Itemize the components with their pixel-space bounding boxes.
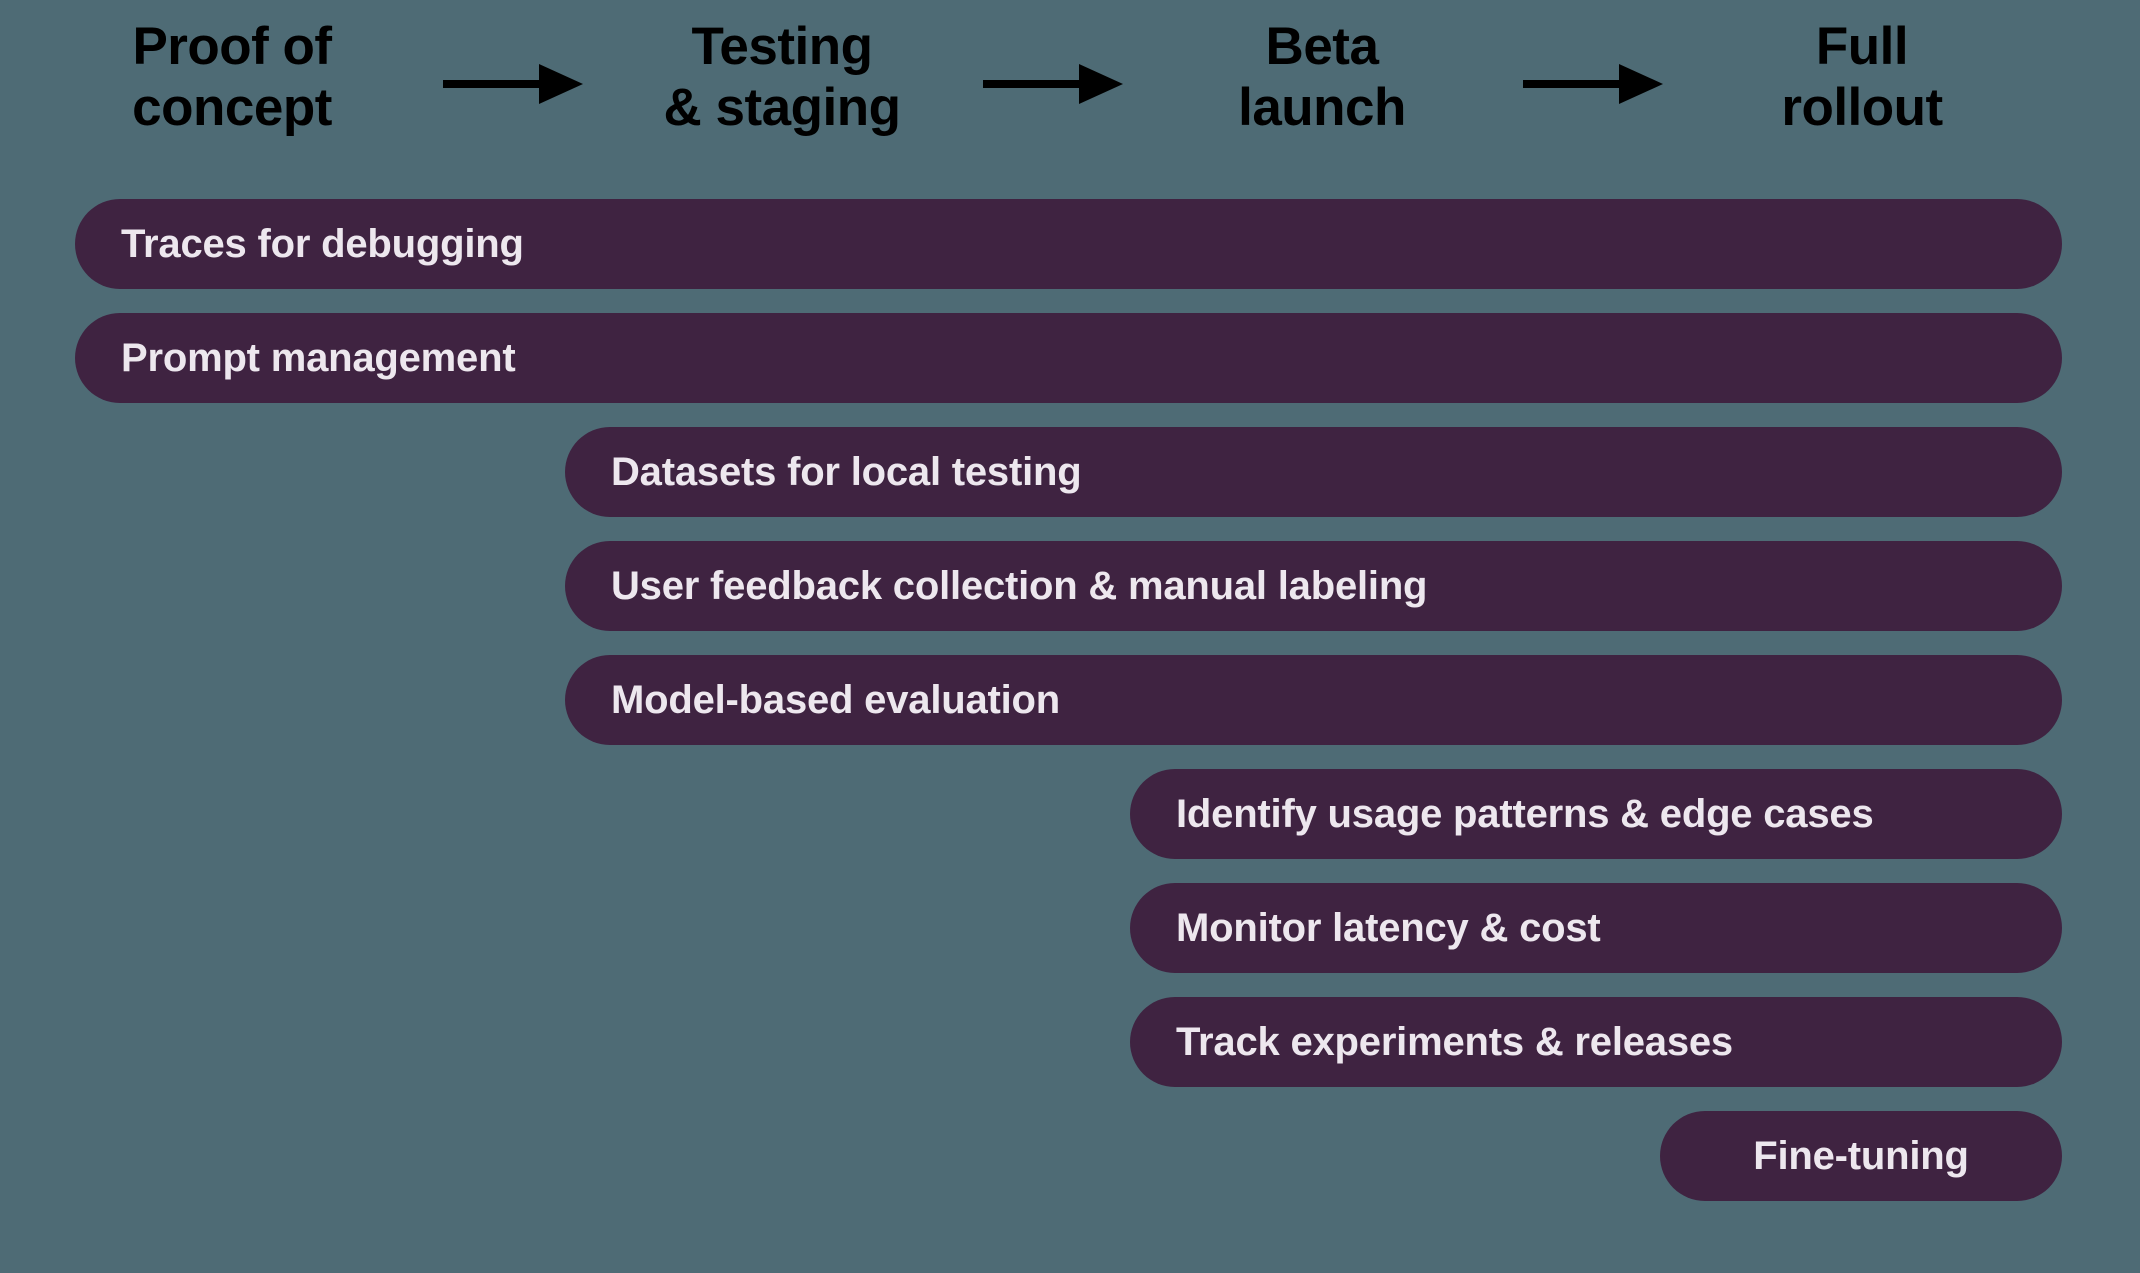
capability-monitor-latency-and-cost[interactable]: Monitor latency & cost xyxy=(1130,883,2062,973)
stage-label-line-1: Proof of xyxy=(132,17,332,76)
capability-pill-label: Traces for debugging xyxy=(121,222,524,266)
stage-label-line-2: concept xyxy=(132,78,332,138)
stage-label-line-2: launch xyxy=(1238,78,1406,138)
capability-prompt-management[interactable]: Prompt management xyxy=(75,313,2062,403)
capability-pill-label: Monitor latency & cost xyxy=(1176,906,1601,950)
stage-label-line-2: & staging xyxy=(663,78,901,138)
capability-pill-label: Prompt management xyxy=(121,336,516,380)
capability-user-feedback-collection[interactable]: User feedback collection & manual labeli… xyxy=(565,541,2062,631)
capability-fine-tuning[interactable]: Fine-tuning xyxy=(1660,1111,2062,1201)
stage-label-line-1: Full xyxy=(1815,17,1909,76)
capability-pill-label: Fine-tuning xyxy=(1753,1134,1969,1178)
capability-pill-label: Datasets for local testing xyxy=(611,450,1082,494)
capability-pill-label: Model-based evaluation xyxy=(611,678,1061,722)
capability-datasets-for-local-testing[interactable]: Datasets for local testing xyxy=(565,427,2062,517)
arrow-proof-to-testing xyxy=(443,62,583,106)
capability-pill-label: Identify usage patterns & edge cases xyxy=(1176,792,1874,836)
stage-label-line-1: Beta xyxy=(1265,17,1379,76)
arrow-beta-to-rollout xyxy=(1523,62,1663,106)
arrow-right-icon xyxy=(1523,64,1663,104)
arrow-right-icon xyxy=(983,64,1123,104)
capability-pill-label: User feedback collection & manual labeli… xyxy=(611,564,1428,608)
arrow-testing-to-beta xyxy=(983,62,1123,106)
capability-model-based-evaluation[interactable]: Model-based evaluation xyxy=(565,655,2062,745)
capability-traces-for-debugging[interactable]: Traces for debugging xyxy=(75,199,2062,289)
stage-label-line-1: Testing xyxy=(691,17,873,76)
stage-label-testing-and-staging: Testing& staging xyxy=(482,16,1082,139)
stage-label-line-2: rollout xyxy=(1781,78,1943,138)
capability-identify-usage-patterns[interactable]: Identify usage patterns & edge cases xyxy=(1130,769,2062,859)
capability-track-experiments-and-releases[interactable]: Track experiments & releases xyxy=(1130,997,2062,1087)
capability-pill-label: Track experiments & releases xyxy=(1176,1020,1733,1064)
arrow-right-icon xyxy=(443,64,583,104)
